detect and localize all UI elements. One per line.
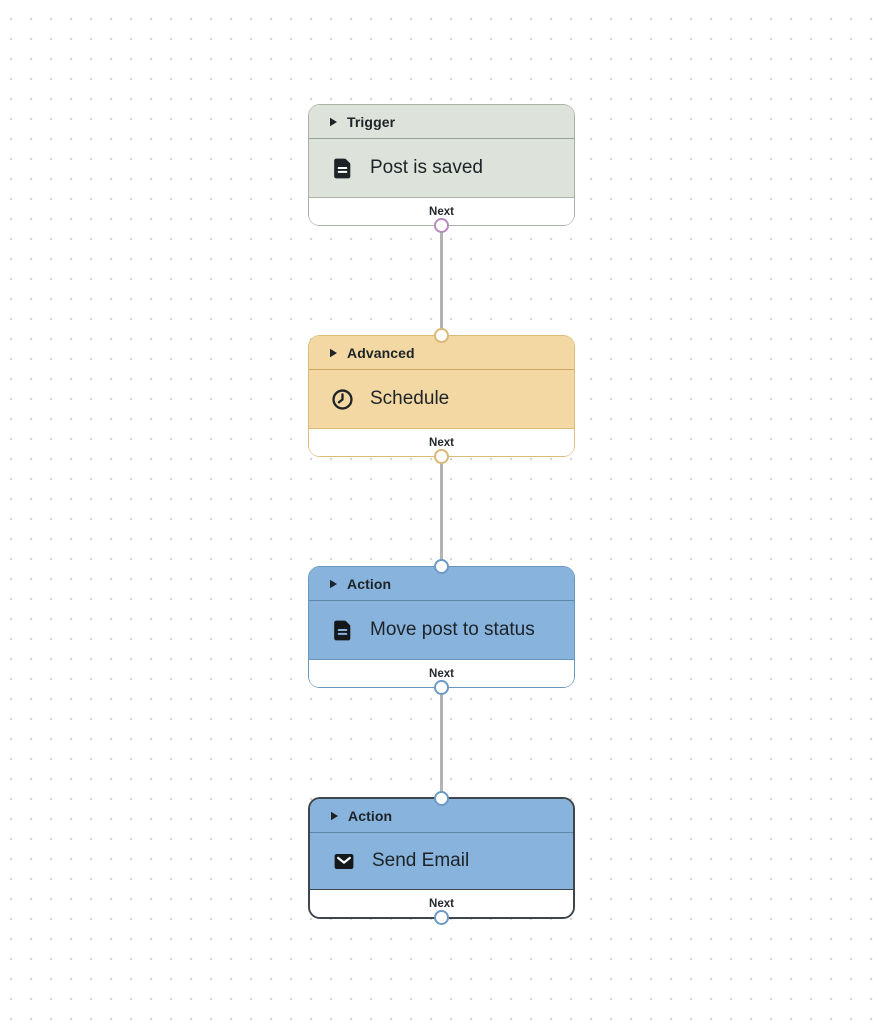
node-type-label: Trigger bbox=[347, 113, 396, 130]
node-body[interactable]: Post is saved bbox=[309, 139, 574, 197]
edge-connector[interactable] bbox=[440, 226, 443, 335]
trigger-node[interactable]: Trigger Post is saved Next bbox=[308, 104, 575, 233]
next-port-label: Next bbox=[429, 667, 454, 680]
next-port-label: Next bbox=[429, 205, 454, 218]
envelope-icon bbox=[331, 849, 357, 874]
node-type-label: Advanced bbox=[347, 344, 415, 361]
node-title: Schedule bbox=[370, 388, 450, 409]
node-body[interactable]: Move post to status bbox=[309, 601, 574, 659]
node-title: Send Email bbox=[372, 850, 470, 871]
action-node-move-post[interactable]: Action Move post to status Next bbox=[308, 559, 575, 695]
input-handle[interactable] bbox=[433, 559, 449, 574]
next-port-label: Next bbox=[429, 897, 454, 910]
node-header[interactable]: Action bbox=[309, 567, 574, 601]
collapse-arrow-icon[interactable] bbox=[328, 579, 338, 589]
action-node-send-email[interactable]: Action Send Email Next bbox=[308, 791, 575, 925]
collapse-arrow-icon[interactable] bbox=[328, 348, 338, 358]
node-title: Post is saved bbox=[370, 157, 483, 178]
input-handle[interactable] bbox=[433, 328, 449, 343]
node-header[interactable]: Trigger bbox=[309, 105, 574, 139]
output-handle[interactable] bbox=[433, 680, 449, 695]
collapse-arrow-icon[interactable] bbox=[329, 811, 339, 821]
edge-connector[interactable] bbox=[440, 688, 443, 797]
clock-icon bbox=[330, 387, 355, 412]
output-handle[interactable] bbox=[433, 449, 449, 464]
collapse-arrow-icon[interactable] bbox=[328, 117, 338, 127]
document-icon bbox=[330, 156, 355, 181]
advanced-node[interactable]: Advanced Schedule Next bbox=[308, 328, 575, 464]
node-title: Move post to status bbox=[370, 619, 535, 640]
output-handle[interactable] bbox=[433, 218, 449, 233]
edge-connector[interactable] bbox=[440, 457, 443, 566]
node-body[interactable]: Schedule bbox=[309, 370, 574, 428]
node-type-label: Action bbox=[348, 807, 393, 824]
input-handle[interactable] bbox=[433, 791, 449, 806]
document-icon bbox=[330, 618, 355, 643]
node-type-label: Action bbox=[347, 575, 392, 592]
next-port-label: Next bbox=[429, 436, 454, 449]
node-body[interactable]: Send Email bbox=[310, 833, 573, 889]
output-handle[interactable] bbox=[433, 910, 449, 925]
